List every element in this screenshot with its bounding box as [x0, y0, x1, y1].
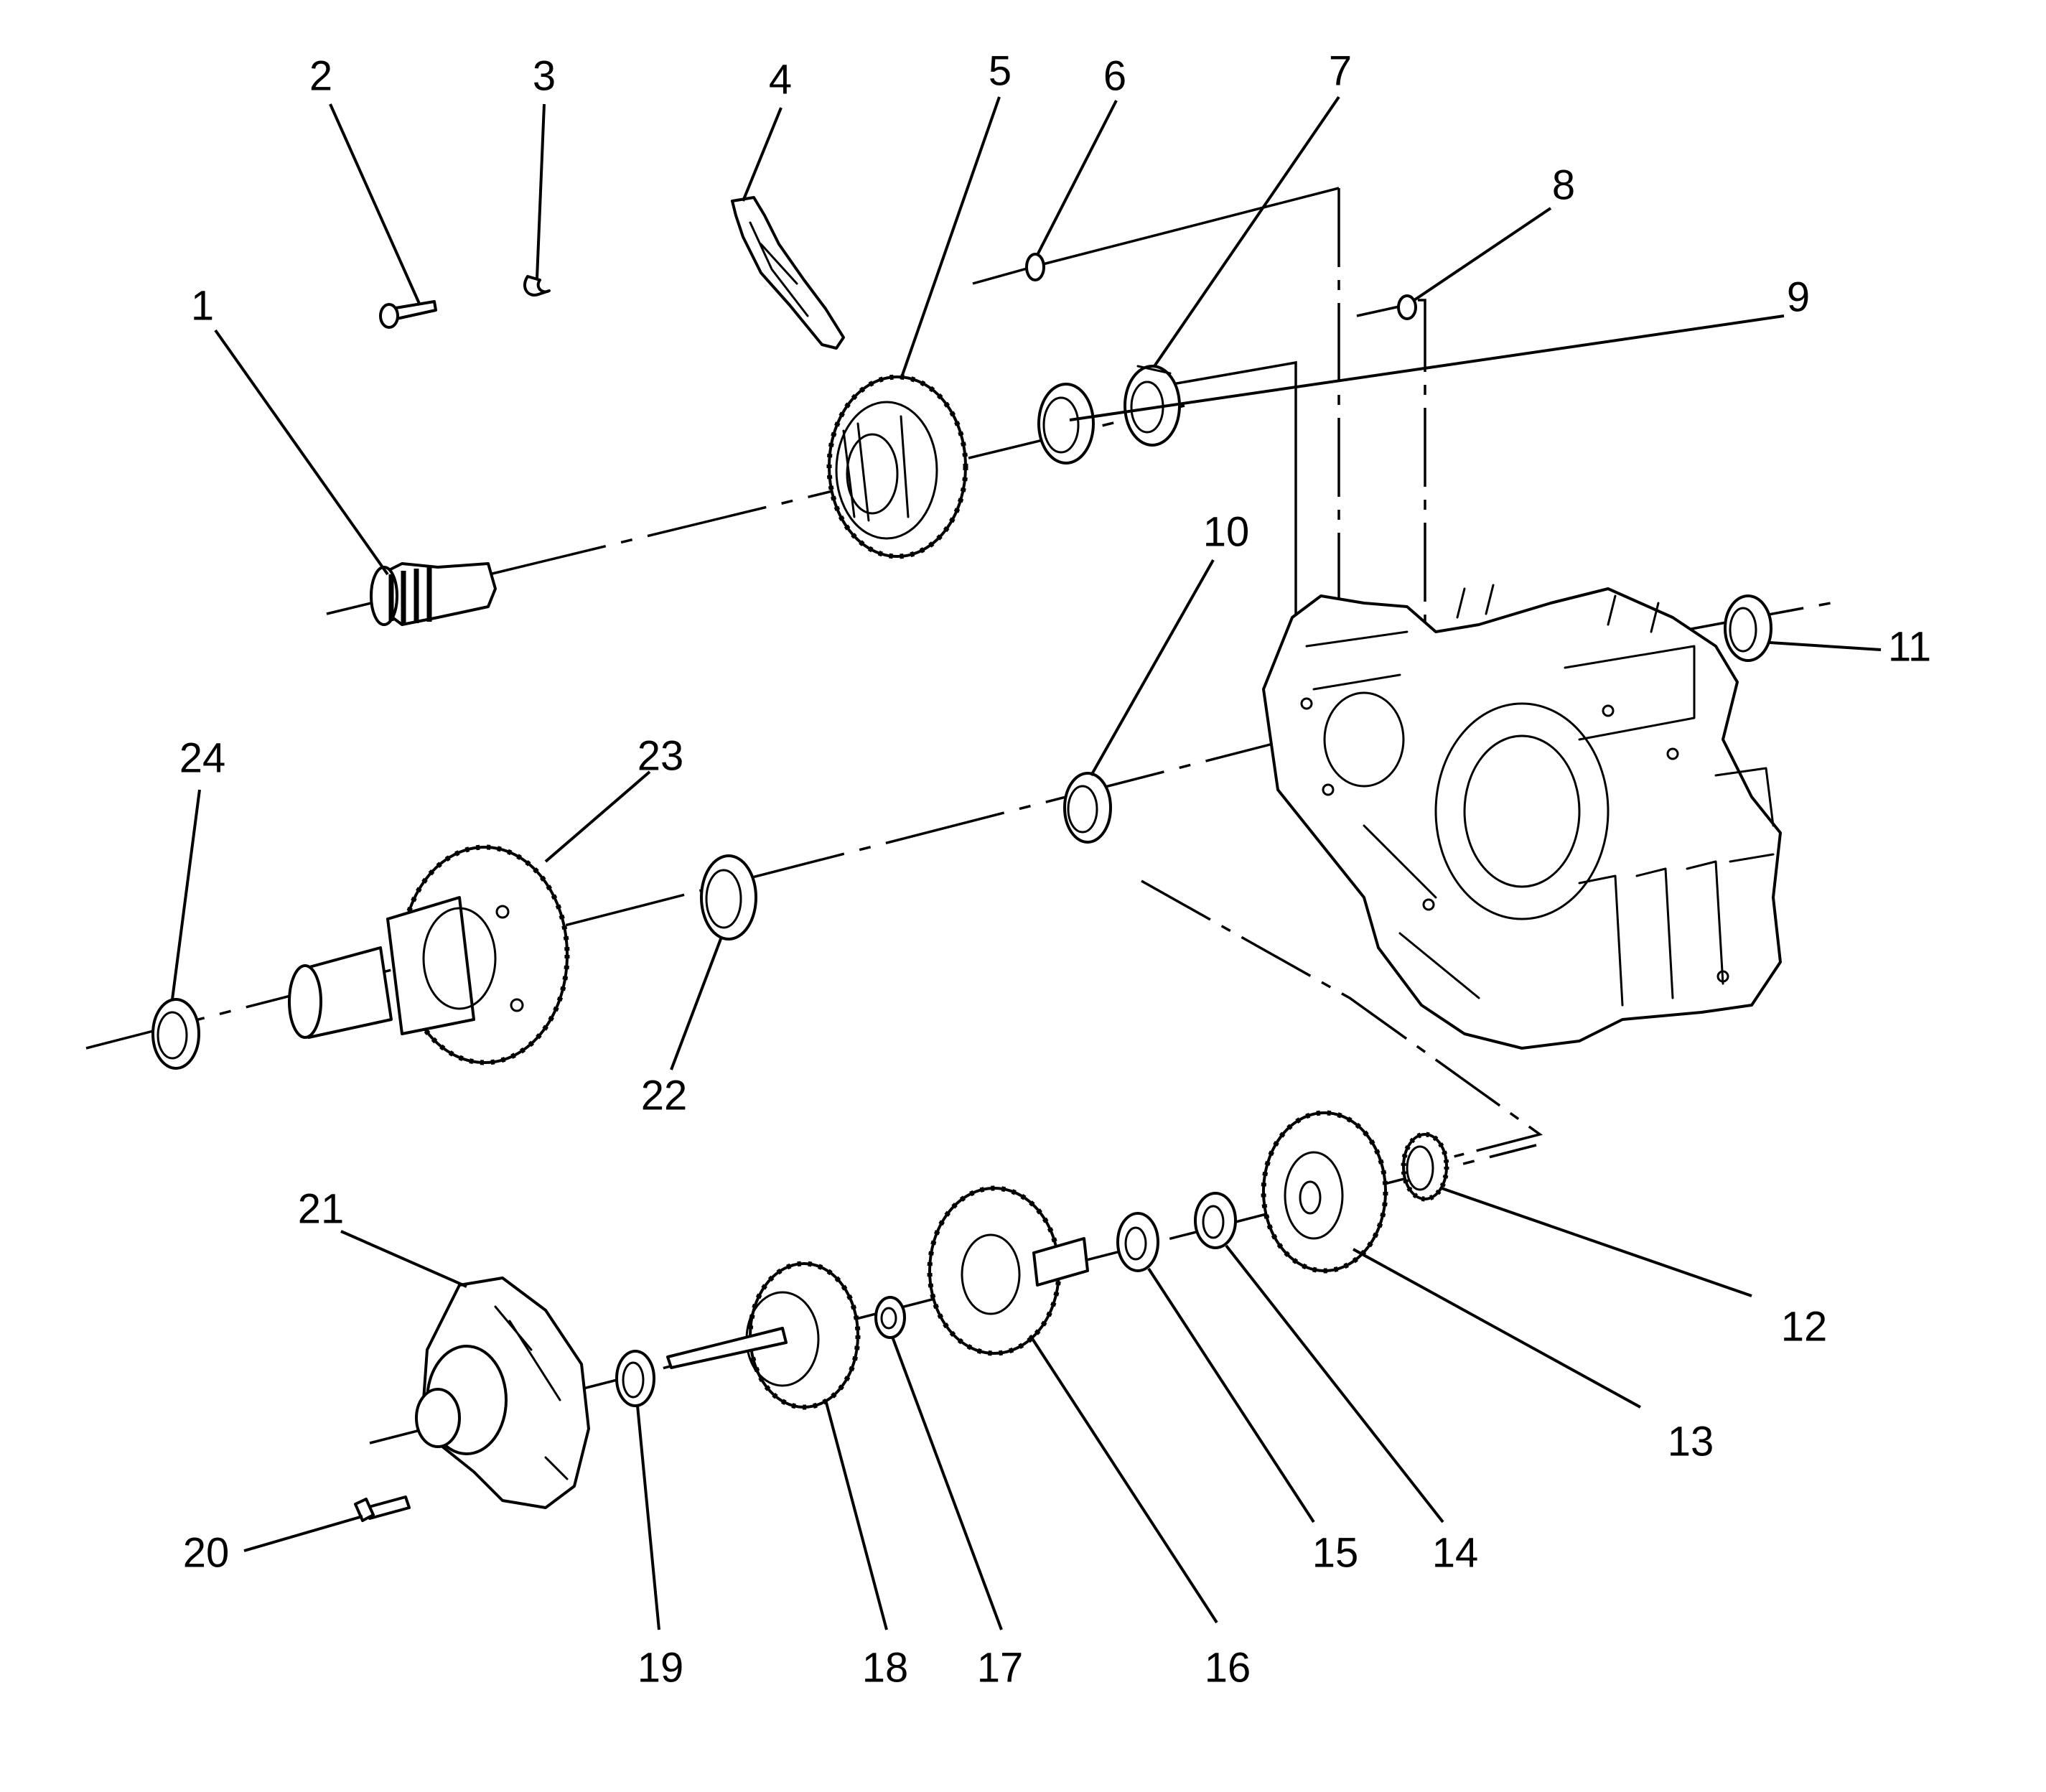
- part-12-bearing: [1401, 1131, 1449, 1202]
- part-19-seal: [615, 1350, 655, 1407]
- callout-16: 16: [1205, 1644, 1251, 1691]
- callout-7: 7: [1329, 47, 1352, 94]
- callout-23: 23: [637, 732, 684, 779]
- part-21-cover: [415, 1277, 590, 1509]
- part-13-gear: [1261, 1110, 1388, 1274]
- callout-labels: 1 2 3 4 5 6 7 8 9 10 11 12 13 14 15 16 1…: [179, 47, 1931, 1691]
- part-2-pin: [379, 300, 437, 329]
- callout-11: 11: [1888, 623, 1931, 670]
- callout-5: 5: [989, 47, 1012, 94]
- part-3-clip: [523, 275, 551, 297]
- callout-18: 18: [862, 1644, 909, 1691]
- callout-22: 22: [641, 1072, 688, 1119]
- part-10-race: [1063, 772, 1112, 844]
- part-18-gear: [666, 1261, 861, 1410]
- transaxle-case: [1262, 584, 1782, 1050]
- callout-12: 12: [1781, 1303, 1828, 1350]
- callout-15: 15: [1312, 1529, 1359, 1576]
- callout-4: 4: [769, 56, 792, 103]
- part-17-bearing: [874, 1296, 906, 1339]
- part-16-gear: [927, 1185, 1089, 1356]
- callout-13: 13: [1668, 1418, 1714, 1465]
- part-23-differential: [288, 844, 570, 1065]
- part-14-snap-ring: [1194, 1192, 1237, 1249]
- part-6-snap-ring: [1025, 253, 1045, 281]
- leader-lines: [171, 95, 1882, 1630]
- part-8-snap-ring: [1397, 294, 1417, 320]
- part-20-bolt: [354, 1495, 411, 1522]
- callout-9: 9: [1787, 274, 1810, 320]
- part-22-race: [700, 854, 757, 941]
- part-11-bearing: [1724, 594, 1772, 662]
- part-24-race: [151, 998, 200, 1070]
- callout-17: 17: [977, 1644, 1024, 1691]
- callout-3: 3: [533, 52, 556, 99]
- callout-24: 24: [179, 734, 226, 781]
- callout-1: 1: [191, 282, 214, 329]
- callout-14: 14: [1432, 1529, 1479, 1576]
- part-15-snap-ring: [1116, 1212, 1159, 1272]
- callout-10: 10: [1203, 508, 1250, 555]
- part-7-bearing: [1124, 365, 1181, 447]
- part-5-gear: [826, 374, 968, 559]
- callout-2: 2: [309, 52, 332, 99]
- callout-19: 19: [637, 1644, 684, 1691]
- part-1-shaft-pinion: [370, 562, 497, 626]
- part-9-race: [1037, 383, 1095, 465]
- part-4-bracket: [731, 196, 845, 350]
- callout-20: 20: [183, 1529, 230, 1576]
- callout-21: 21: [298, 1185, 345, 1232]
- callout-8: 8: [1552, 162, 1575, 208]
- callout-6: 6: [1103, 52, 1126, 99]
